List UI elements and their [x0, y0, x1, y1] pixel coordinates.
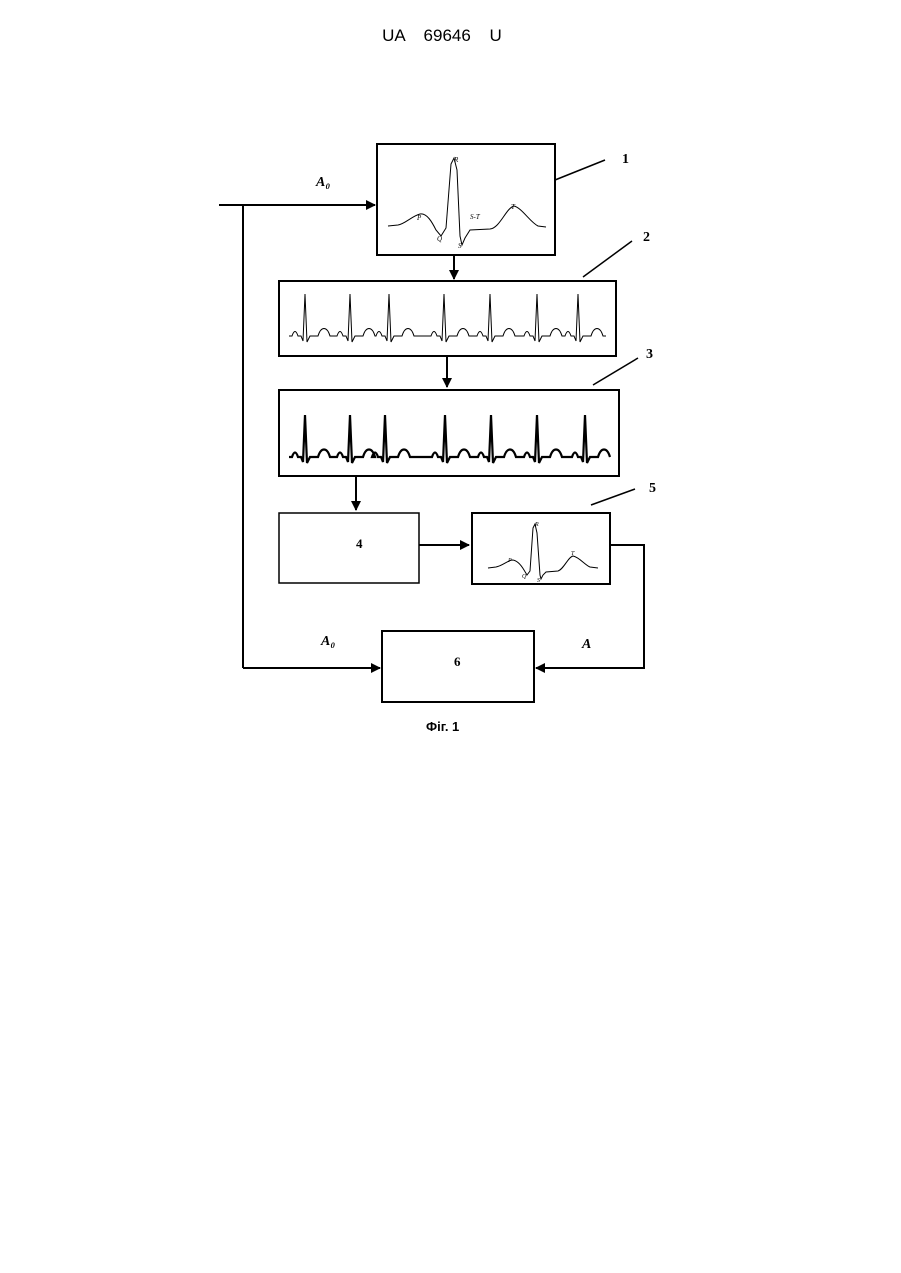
figure-caption: Фіг. 1 [426, 719, 459, 734]
label-p-5: P [507, 558, 512, 564]
label-r-1: R [453, 156, 459, 164]
label-st-1: S-T [470, 213, 481, 221]
block-4 [279, 513, 419, 583]
label-q-5: Q [522, 574, 527, 580]
block-number-4: 4 [356, 536, 363, 551]
block-number-5: 5 [649, 481, 656, 496]
block-number-6: 6 [454, 654, 461, 669]
block-5 [472, 513, 610, 584]
label-q-1: Q [437, 235, 442, 243]
label-p-1: P [416, 214, 422, 222]
label-s-1: S [458, 242, 462, 250]
ecg-strip-3 [289, 415, 610, 463]
leader-3 [593, 358, 638, 385]
ecg-single-cycle-1 [388, 158, 546, 245]
signal-a-output: A [581, 637, 591, 652]
label-r-5: R [534, 522, 539, 528]
block-3 [279, 390, 619, 476]
block-number-1: 1 [622, 152, 629, 167]
ecg-strip-2 [289, 294, 606, 342]
label-t-1: T [511, 203, 516, 211]
leader-1 [555, 160, 605, 180]
block-number-2: 2 [643, 230, 650, 245]
signal-a0-input: A₀ [315, 175, 330, 190]
ecg-single-cycle-5 [488, 524, 598, 579]
block-1 [377, 144, 555, 255]
label-s-5: S [537, 578, 540, 584]
signal-a0-to-6: A₀ [320, 634, 335, 649]
leader-2 [583, 241, 632, 277]
block-number-3: 3 [646, 347, 653, 362]
block-2 [279, 281, 616, 356]
leader-5 [591, 489, 635, 505]
